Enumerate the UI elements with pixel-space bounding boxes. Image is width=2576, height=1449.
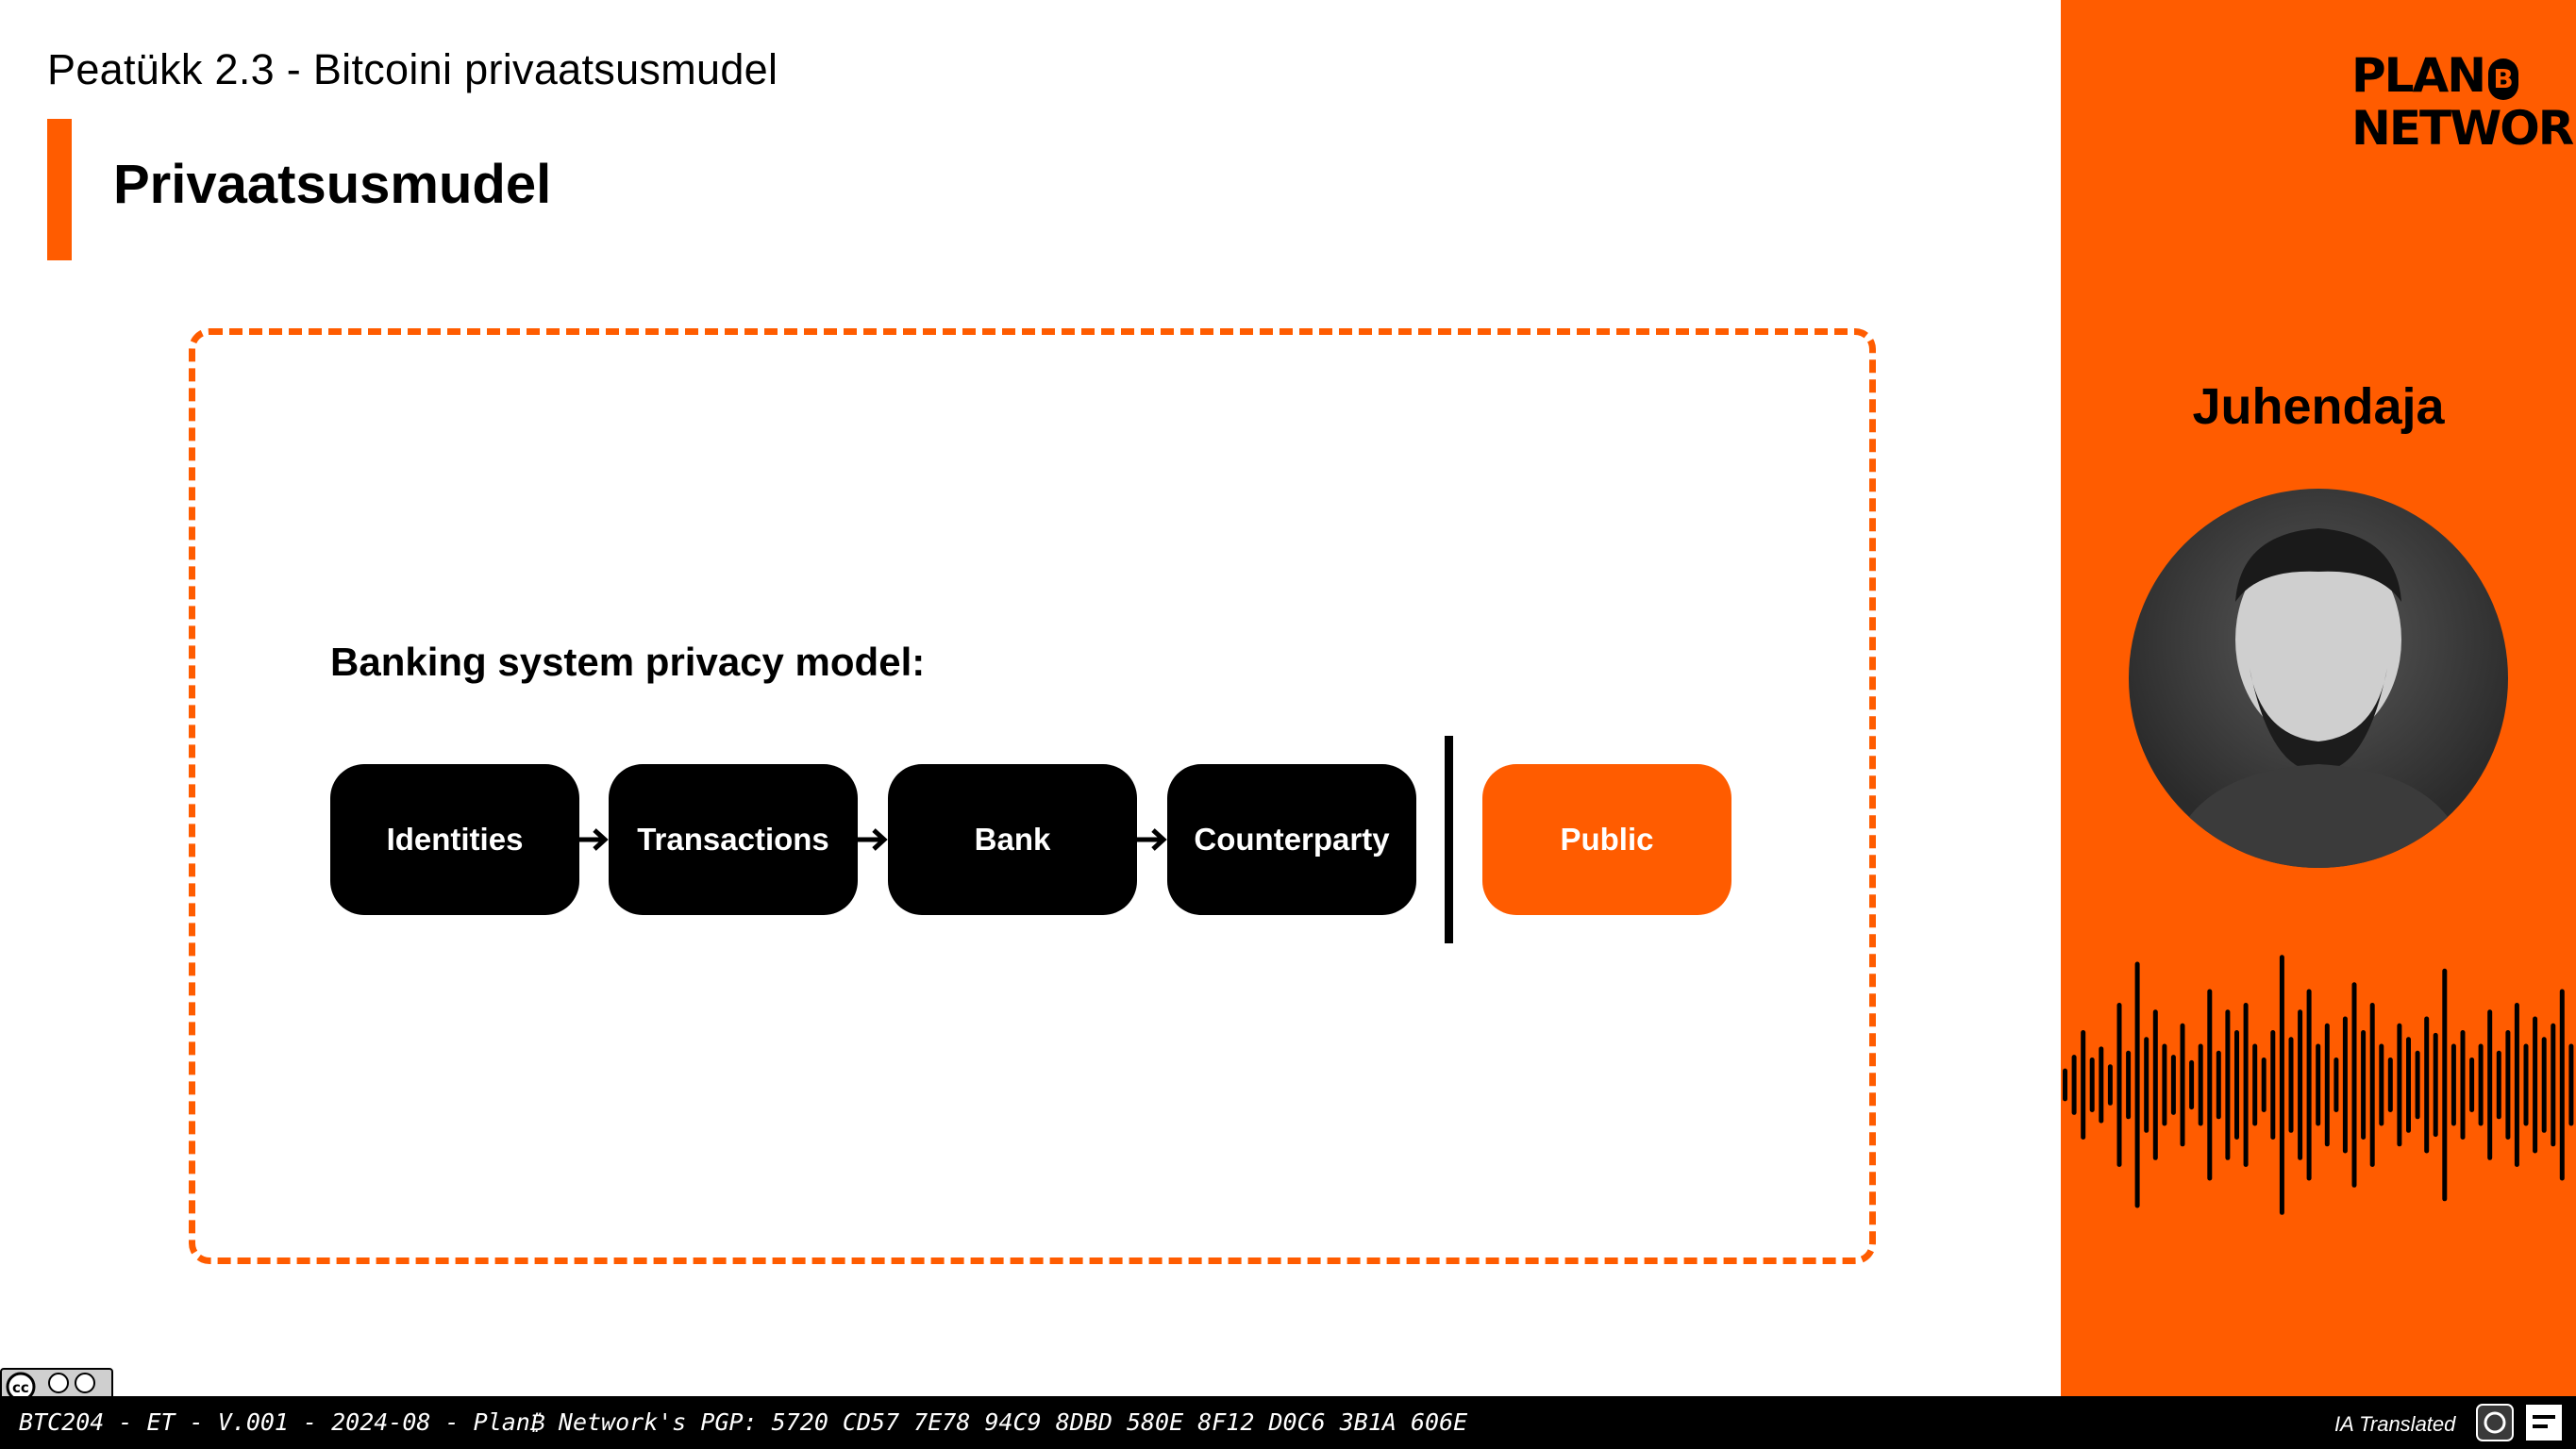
waveform-bar: [2144, 1037, 2149, 1133]
waveform-bar: [2270, 1030, 2276, 1140]
person-silhouette-icon: [2166, 528, 2470, 868]
guide-label: Juhendaja: [2192, 378, 2445, 435]
waveform-bar: [2559, 989, 2565, 1181]
waveform-bar: [2406, 1037, 2411, 1133]
waveform-bar: [2126, 1050, 2132, 1120]
ia-translated-label: IA Translated: [2334, 1412, 2456, 1436]
waveform-bar: [2261, 1058, 2267, 1112]
waveform-bar: [2333, 1058, 2339, 1112]
privacy-divider: [1445, 736, 1453, 943]
chapter-title: Peatükk 2.3 - Bitcoini privaatsusmudel: [47, 45, 778, 93]
arrow-right-icon: [1136, 828, 1167, 851]
arrow-right-icon: [577, 828, 609, 851]
logo-text-network: NETWORK: [2351, 101, 2576, 156]
waveform-bar: [2351, 982, 2357, 1188]
diagram-heading: Banking system privacy model:: [330, 640, 926, 684]
waveform-bar: [2514, 1003, 2519, 1167]
instructor-avatar: [2129, 489, 2508, 868]
section-title: Privaatsusmudel: [113, 154, 552, 215]
waveform-bar: [2324, 1023, 2330, 1147]
waveform-bar: [2234, 1030, 2239, 1140]
waveform-bar: [2216, 1050, 2221, 1120]
waveform-bar: [2433, 1032, 2438, 1138]
waveform-bar: [2225, 1009, 2231, 1160]
svg-text:cc: cc: [12, 1379, 29, 1396]
waveform-bar: [2451, 1043, 2456, 1126]
waveform-bar: [2189, 1059, 2195, 1110]
diagram-frame: [189, 328, 1876, 1264]
waveform-bar: [2180, 1023, 2185, 1147]
footer-bar: [0, 1396, 2576, 1449]
flow-box-public: Public: [1482, 764, 1731, 915]
waveform-bar: [2252, 1043, 2258, 1126]
waveform-bar: [2496, 1050, 2501, 1120]
waveform-bar: [2523, 1043, 2529, 1126]
footer-text: BTC204 - ET - V.001 - 2024-08 - Plan₿ Ne…: [19, 1408, 1468, 1436]
waveform-bar: [2306, 989, 2312, 1181]
waveform-bar: [2551, 1023, 2556, 1147]
arrow-right-icon: [857, 828, 888, 851]
waveform-bar: [2162, 1043, 2167, 1126]
waveform-bar: [2369, 1003, 2375, 1167]
waveform-bar: [2152, 1009, 2158, 1160]
waveform-bar: [2415, 1050, 2420, 1120]
waveform-bar: [2424, 1016, 2430, 1154]
waveform-bar: [2568, 1043, 2574, 1126]
waveform-bar: [2541, 1037, 2547, 1133]
waveform-bar: [2469, 1058, 2475, 1112]
flow-box-identities: Identities: [330, 764, 579, 915]
waveform-bar: [2342, 1016, 2348, 1154]
waveform-bar: [2134, 961, 2140, 1208]
waveform-bar: [2298, 1009, 2303, 1160]
waveform-bar: [2487, 1009, 2493, 1160]
translator-logo-icon: [2526, 1405, 2562, 1441]
logo-b-icon: B: [2488, 58, 2519, 100]
waveform-bar: [2071, 1055, 2077, 1115]
waveform-bar: [2533, 1016, 2538, 1154]
waveform-bar: [2460, 1030, 2466, 1140]
waveform-bar: [2505, 1030, 2511, 1140]
waveform-bar: [2288, 1037, 2294, 1133]
waveform-bar: [2387, 1058, 2393, 1112]
waveform-bar: [2279, 955, 2284, 1215]
flow-box-bank: Bank: [888, 764, 1137, 915]
waveform-bar: [2316, 1043, 2321, 1126]
waveform-bar: [2361, 1030, 2367, 1140]
waveform-bar: [2099, 1046, 2104, 1124]
cc-by-sa-icon: cc: [6, 1372, 95, 1402]
logo-text-plan: PLAN: [2351, 48, 2486, 103]
waveform-bar: [2478, 1043, 2484, 1126]
flow-box-transactions: Transactions: [609, 764, 858, 915]
waveform-bar: [2243, 1003, 2249, 1167]
waveform-bar: [2081, 1030, 2086, 1140]
waveform-bar: [2089, 1058, 2095, 1112]
waveform-bar: [2442, 968, 2448, 1202]
waveform-bar: [2116, 1003, 2122, 1167]
waveform-bar: [2063, 1068, 2067, 1102]
waveform-bar: [2107, 1064, 2113, 1106]
ai-translator-icon: [2476, 1404, 2514, 1441]
accent-bar: [47, 119, 72, 260]
waveform-bar: [2379, 1043, 2384, 1126]
flow-box-counterparty: Counterparty: [1167, 764, 1416, 915]
waveform-bar: [2170, 1055, 2176, 1115]
waveform-bar: [2198, 1043, 2203, 1126]
waveform-bar: [2397, 1023, 2402, 1147]
audio-waveform: [2063, 955, 2574, 1215]
waveform-bar: [2207, 989, 2213, 1181]
